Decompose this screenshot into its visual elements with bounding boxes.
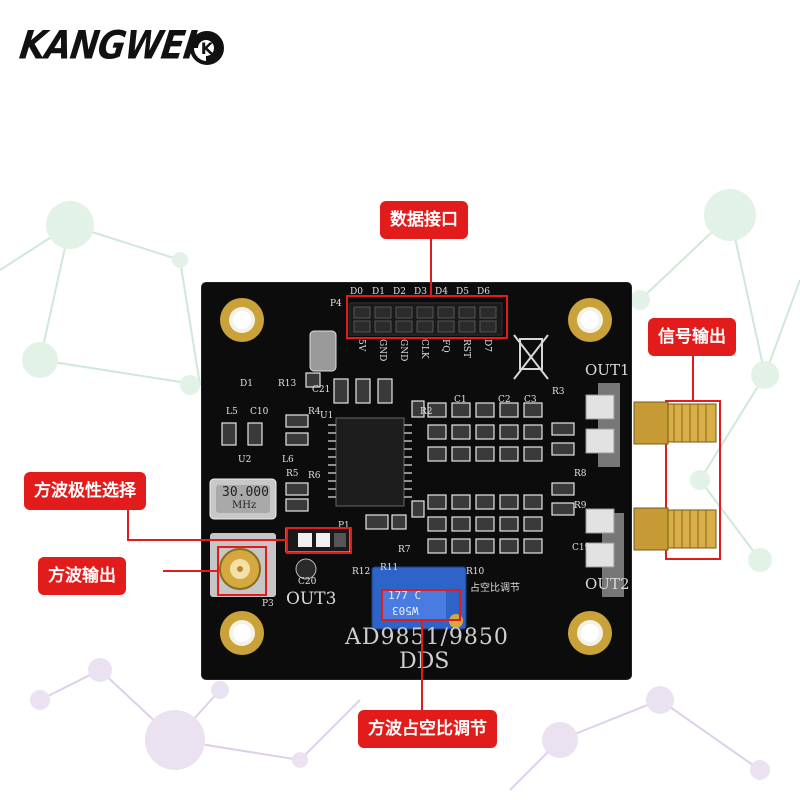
ref-designator: C20 [298,577,317,587]
ref-designator: R4 [308,407,321,417]
pot-value: 177 C [388,589,422,602]
sma-out2-icon [633,507,717,551]
sma-out1-icon [633,401,717,445]
duty-adjust-highlight [381,589,461,621]
signal-output-leader [692,356,694,401]
sma-connectors [633,401,717,551]
ref-designator: C2 [498,395,511,405]
crystal-frequency: 30.000 [222,485,269,500]
dds-module-board: AD9851/9850 DDS OUT1 OUT2 OUT3 30.000 MH… [202,283,631,679]
ref-designator: P1 [338,521,350,531]
polarity-leader-v [127,508,129,541]
ref-designator: R12 [352,567,371,577]
ref-designator: C1 [454,395,467,405]
signal-output-callout: 信号输出 [648,318,736,356]
duty-adjust-callout: 方波占空比调节 [358,710,497,748]
pin-label: D3 [414,287,427,297]
polarity-highlight [286,527,352,554]
pin-label: D6 [477,287,490,297]
ref-designator: R3 [552,387,565,397]
board-subtitle: DDS [399,649,450,674]
square-output-leader [163,570,218,572]
board-components [209,298,624,655]
header-name: P4 [330,299,342,309]
ref-designator: R8 [574,469,587,479]
square-polarity-callout: 方波极性选择 [24,472,146,510]
mounting-hole-icon [220,298,612,655]
ref-designator: R7 [398,545,411,555]
board-title: AD9851/9850 [345,625,509,650]
data-interface-callout: 数据接口 [380,201,468,239]
ref-designator: U1 [320,411,334,421]
pin-label: D1 [372,287,385,297]
out1-label: OUT1 [585,361,630,379]
ref-designator: C3 [524,395,537,405]
duty-silkscreen: 占空比调节 [470,583,520,594]
ref-designator: U2 [238,455,252,465]
signal-output-highlight [665,400,721,560]
ref-designator: R9 [574,501,587,511]
pin-label: D4 [435,287,448,297]
pin-label: GND [377,339,387,362]
pin-label: FQ [440,339,450,353]
pin-label: GND [398,339,408,362]
out3-label: OUT3 [286,589,337,609]
weee-bin-icon [513,334,549,380]
square-output-highlight [217,546,267,596]
pin-label: RST [461,339,471,358]
ref-designator: P3 [262,599,274,609]
brand-name: KANGWEI [16,23,199,69]
pin-label: D0 [350,287,363,297]
ref-designator: R2 [420,407,433,417]
pin-label: D5 [456,287,469,297]
ref-designator: R13 [278,379,297,389]
data-interface-leader [430,238,432,296]
ref-designator: C19 [572,543,591,553]
pin-label: CLK [419,339,429,359]
crystal-unit: MHz [232,500,257,511]
duty-adjust-leader [421,620,423,712]
data-header [349,302,503,336]
pin-label: 5V [356,339,366,352]
ref-designator: L6 [282,455,294,465]
ref-designator: R11 [380,563,399,573]
out2-label: OUT2 [585,575,630,593]
ref-designator: D1 [240,379,253,389]
brand-logo-icon: K [190,31,224,65]
square-output-callout: 方波输出 [38,557,126,595]
ref-designator: C10 [250,407,269,417]
ref-designator: R10 [466,567,485,577]
ref-designator: C21 [312,385,331,395]
ref-designator: R5 [286,469,299,479]
ref-designator: L5 [226,407,238,417]
pin-label: D2 [393,287,406,297]
brand-logo-letter: K [201,39,214,58]
pin-label: D7 [482,339,492,352]
ref-designator: R6 [308,471,321,481]
polarity-leader-h [127,539,287,541]
data-interface-highlight [346,295,508,339]
